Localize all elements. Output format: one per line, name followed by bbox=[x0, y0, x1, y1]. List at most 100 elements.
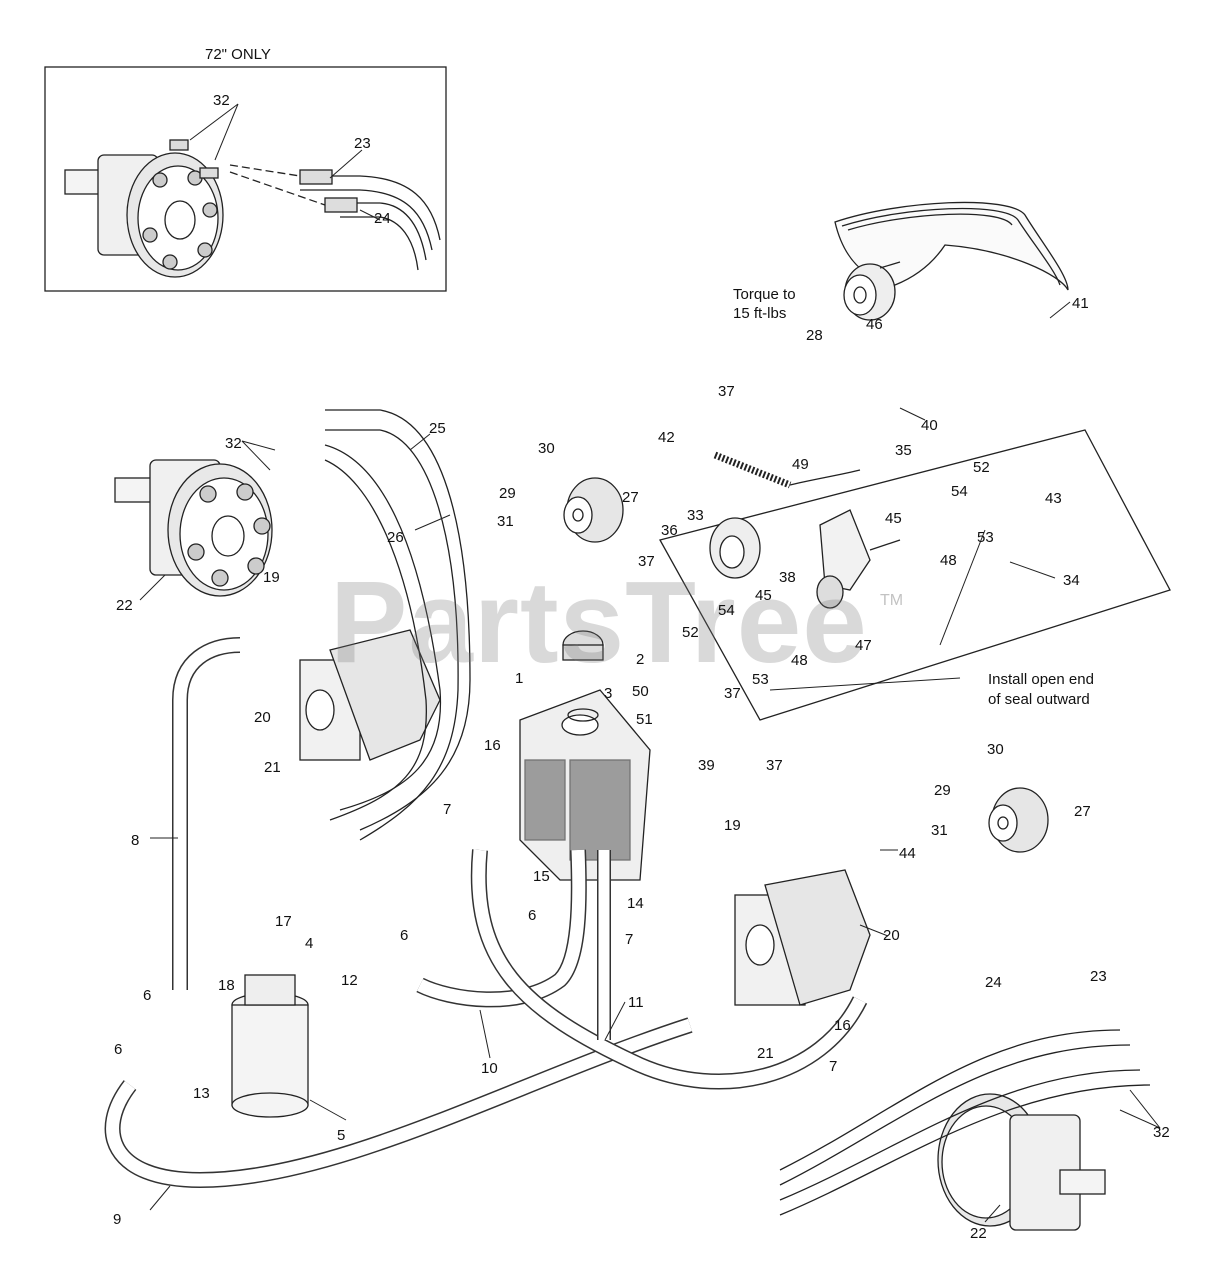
pulley-27-right bbox=[988, 787, 1049, 853]
callout-22b: 22 bbox=[970, 1225, 987, 1242]
wheel-motor-left bbox=[114, 459, 273, 597]
watermark: PartsTree bbox=[330, 557, 868, 687]
inset-title: 72" ONLY bbox=[205, 46, 271, 63]
callout-37d: 37 bbox=[766, 757, 783, 774]
pulley-33 bbox=[709, 517, 761, 579]
callout-27: 27 bbox=[622, 489, 639, 506]
callout-34: 34 bbox=[1063, 572, 1080, 589]
callout-3: 3 bbox=[604, 685, 613, 702]
callout-2: 2 bbox=[636, 651, 645, 668]
idler-arm bbox=[816, 509, 901, 609]
callout-43: 43 bbox=[1045, 490, 1062, 507]
callout-48: 48 bbox=[940, 552, 957, 569]
hoses-23-24 bbox=[779, 1029, 1151, 1216]
seal-note-line2: of seal outward bbox=[988, 691, 1090, 708]
callout-41: 41 bbox=[1072, 295, 1089, 312]
callout-45b: 45 bbox=[755, 587, 772, 604]
watermark-tm: TM bbox=[880, 592, 904, 609]
callout-20b: 20 bbox=[883, 927, 900, 944]
callout-29: 29 bbox=[499, 485, 516, 502]
callout-6c: 6 bbox=[143, 987, 152, 1004]
callout-37c: 37 bbox=[724, 685, 741, 702]
reservoir bbox=[519, 689, 651, 881]
callout-40: 40 bbox=[921, 417, 938, 434]
callout-31: 31 bbox=[497, 513, 514, 530]
callout-54b: 54 bbox=[718, 602, 735, 619]
pulley-40 bbox=[843, 261, 901, 321]
callout-16: 16 bbox=[484, 737, 501, 754]
callout-37: 37 bbox=[718, 383, 735, 400]
callout-52: 52 bbox=[973, 459, 990, 476]
inset-wheel-motor bbox=[64, 139, 224, 278]
callout-11: 11 bbox=[628, 994, 644, 1011]
callout-13: 13 bbox=[193, 1085, 210, 1102]
callout-21b: 21 bbox=[757, 1045, 774, 1062]
callout-24: 24 bbox=[374, 210, 391, 227]
callout-8: 8 bbox=[131, 832, 140, 849]
wheel-motor-right bbox=[937, 1093, 1106, 1231]
callout-47: 47 bbox=[855, 637, 872, 654]
callout-52b: 52 bbox=[682, 624, 699, 641]
callout-7c: 7 bbox=[829, 1058, 838, 1075]
torque-note-line2: 15 ft-lbs bbox=[733, 305, 787, 322]
inset-hoses bbox=[229, 164, 441, 271]
callout-15: 15 bbox=[533, 868, 550, 885]
callout-19b: 19 bbox=[724, 817, 741, 834]
hose-11 bbox=[470, 849, 868, 1090]
callout-26: 26 bbox=[387, 529, 404, 546]
callout-31b: 31 bbox=[931, 822, 948, 839]
callout-23b: 23 bbox=[1090, 968, 1107, 985]
callout-17: 17 bbox=[275, 913, 292, 930]
callout-46: 46 bbox=[866, 316, 883, 333]
callout-7b: 7 bbox=[625, 931, 634, 948]
seal-note-line1: Install open end bbox=[988, 671, 1094, 688]
callout-14: 14 bbox=[627, 895, 644, 912]
hose-8 bbox=[172, 637, 241, 990]
callout-18: 18 bbox=[218, 977, 235, 994]
callout-48b: 48 bbox=[791, 652, 808, 669]
callout-37b: 37 bbox=[638, 553, 655, 570]
leader-lines bbox=[139, 103, 1161, 1223]
callout-10: 10 bbox=[481, 1060, 498, 1077]
inset-frame bbox=[44, 66, 447, 292]
callout-54: 54 bbox=[951, 483, 968, 500]
callout-20: 20 bbox=[254, 709, 271, 726]
callout-25: 25 bbox=[429, 420, 446, 437]
assembly-box bbox=[659, 429, 1171, 721]
callout-12: 12 bbox=[341, 972, 358, 989]
callout-4: 4 bbox=[305, 935, 314, 952]
callout-33: 33 bbox=[687, 507, 704, 524]
callout-22: 22 bbox=[116, 597, 133, 614]
callout-30b: 30 bbox=[987, 741, 1004, 758]
callout-32c: 32 bbox=[1153, 1124, 1170, 1141]
callout-19: 19 bbox=[263, 569, 280, 586]
callout-6b: 6 bbox=[400, 927, 409, 944]
callout-6: 6 bbox=[528, 907, 537, 924]
callout-35: 35 bbox=[895, 442, 912, 459]
pump-right bbox=[734, 869, 871, 1006]
callout-24b: 24 bbox=[985, 974, 1002, 991]
spring-49 bbox=[713, 451, 861, 489]
callout-36: 36 bbox=[661, 522, 678, 539]
callout-50: 50 bbox=[632, 683, 649, 700]
callout-53b: 53 bbox=[752, 671, 769, 688]
callout-6d: 6 bbox=[114, 1041, 123, 1058]
callout-45: 45 bbox=[885, 510, 902, 527]
torque-note-line1: Torque to bbox=[733, 286, 796, 303]
callout-49: 49 bbox=[792, 456, 809, 473]
callout-38: 38 bbox=[779, 569, 796, 586]
callout-23: 23 bbox=[354, 135, 371, 152]
reservoir-cap bbox=[562, 630, 604, 722]
callout-51: 51 bbox=[636, 711, 653, 728]
callout-9: 9 bbox=[113, 1211, 122, 1228]
callout-30: 30 bbox=[538, 440, 555, 457]
pulley-27-left bbox=[563, 477, 624, 543]
callout-27b: 27 bbox=[1074, 803, 1091, 820]
callout-1: 1 bbox=[515, 670, 524, 687]
callout-44: 44 bbox=[899, 845, 916, 862]
callout-21: 21 bbox=[264, 759, 281, 776]
callout-28: 28 bbox=[806, 327, 823, 344]
callout-53: 53 bbox=[977, 529, 994, 546]
hose-9 bbox=[104, 1017, 693, 1189]
